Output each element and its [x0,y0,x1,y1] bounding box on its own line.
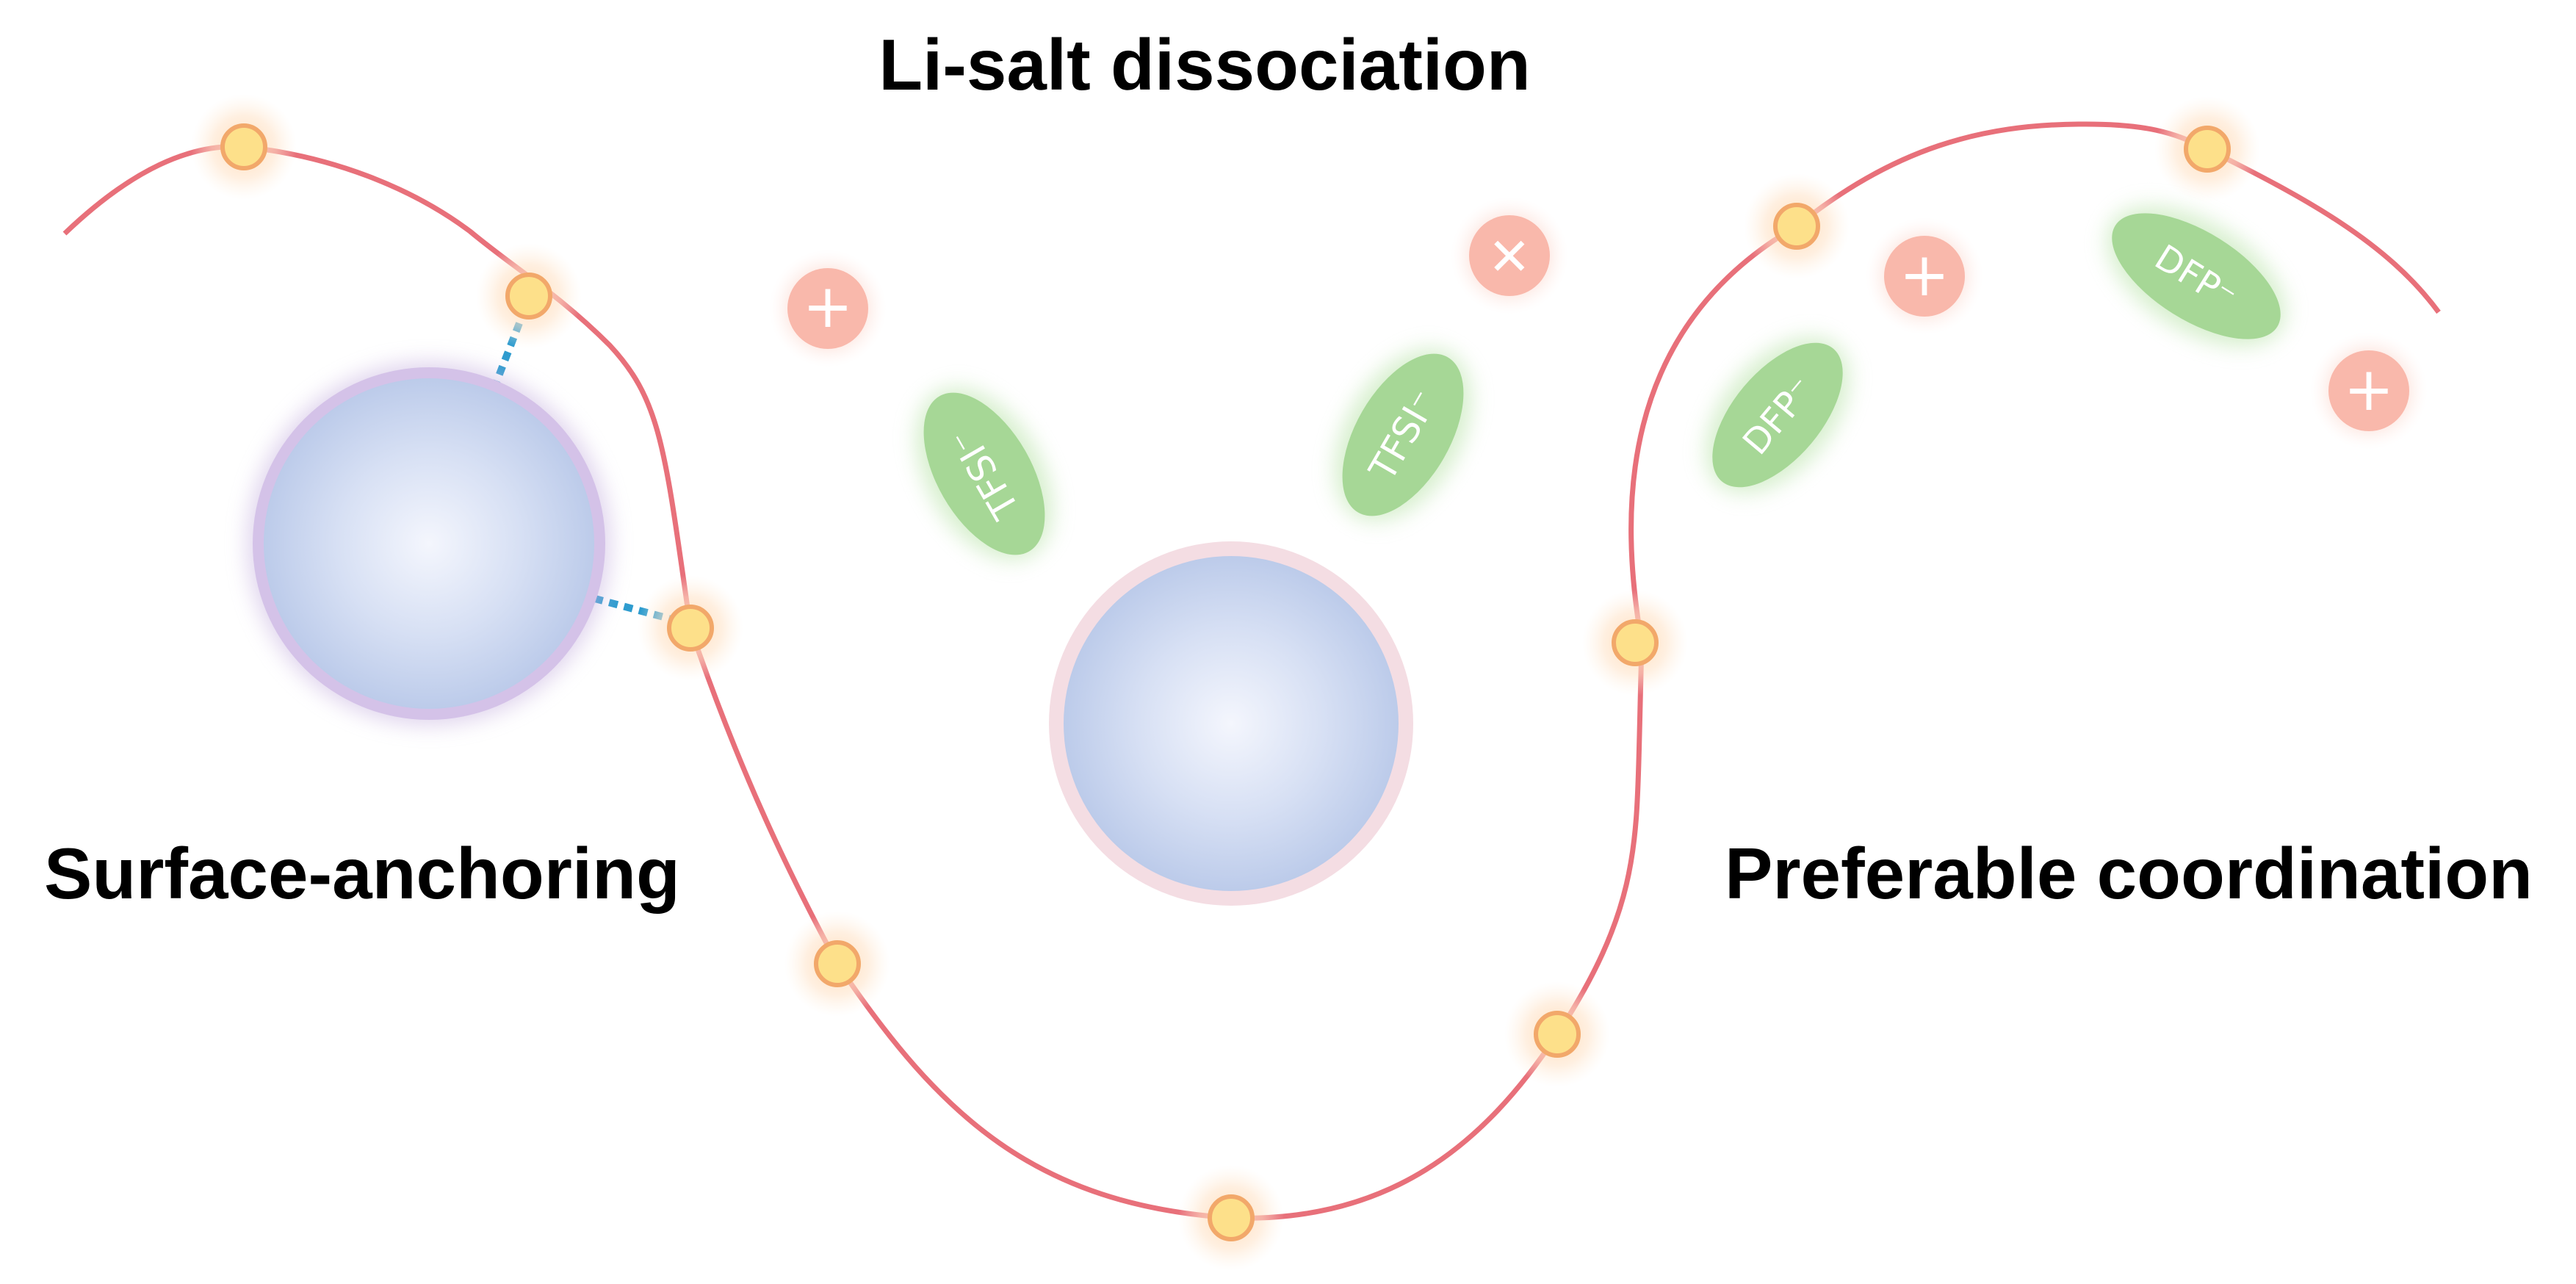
li-cation-4: + [2310,332,2428,450]
preferable-coordination-label: Preferable coordination [1725,833,2533,914]
li-cation-1: + [769,250,887,367]
tfsi-anion-right: TFSI⁻ [1334,348,1472,522]
chain-node-2 [476,243,582,349]
li-cation-3: + [1866,217,1983,335]
li-salt-dissociation-label: Li-salt dissociation [878,24,1531,105]
surface-anchoring-label: Surface-anchoring [44,833,680,914]
li-cation-2: + [1451,197,1568,314]
chain-node-5 [1178,1165,1284,1271]
anchored-particle [247,361,611,726]
chain-node-7 [1582,590,1688,696]
anchoring-bond-upper [490,322,523,391]
svg-text:+: + [1899,240,1950,310]
svg-text:+: + [803,272,854,342]
dfp-anion-left: DFP⁻ [1706,336,1850,494]
chain-node-9 [2154,96,2260,202]
tfsi-anion-left: TFSI⁻ [915,387,1053,560]
chain-node-1 [191,94,297,200]
chain-node-4 [784,911,890,1017]
central-particle [1049,541,1413,906]
chain-node-6 [1504,981,1610,1087]
chain-node-3 [638,575,743,681]
dfp-anion-right: DFP⁻ [2107,206,2286,347]
chain-node-8 [1744,173,1850,279]
svg-text:+: + [2344,355,2395,425]
